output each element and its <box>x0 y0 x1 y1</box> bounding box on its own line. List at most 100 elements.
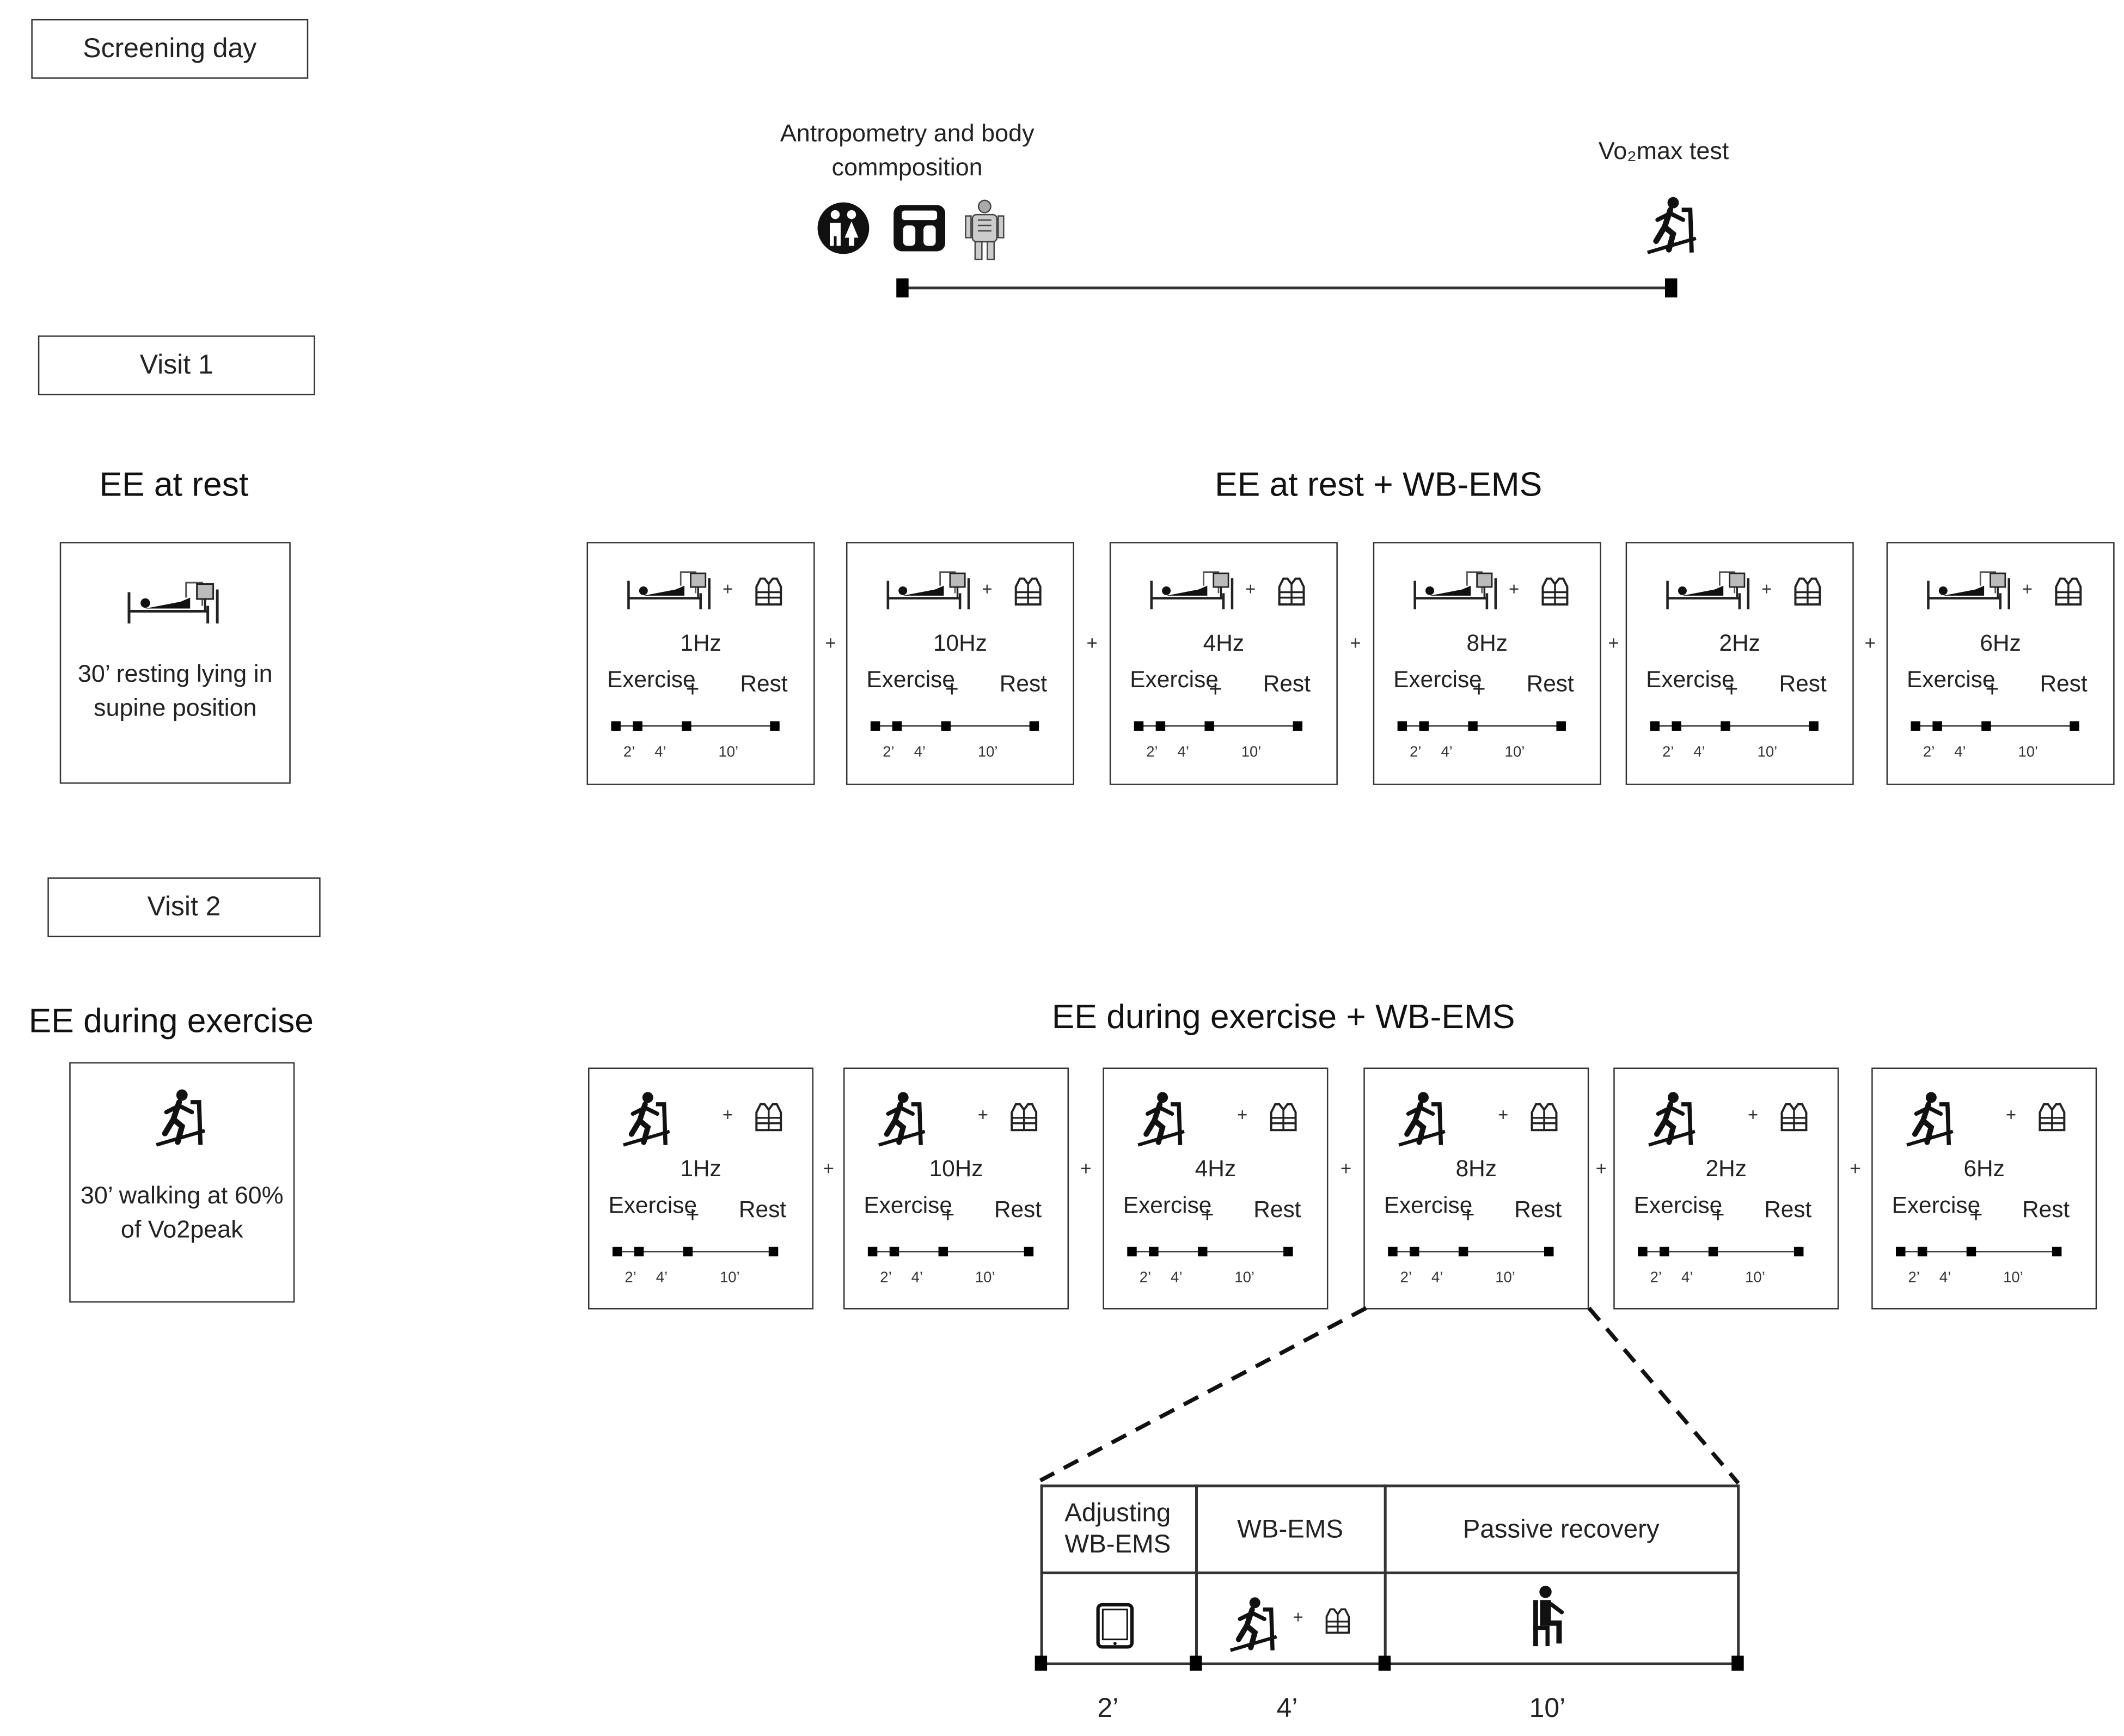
protocol-box: + 4Hz Exercise + Rest 2’ 4’ 10’ <box>1109 542 1338 785</box>
phase-timeline <box>1654 725 1819 727</box>
frequency-label: 8Hz <box>1466 630 1508 656</box>
timeline-marker <box>1024 1246 1034 1257</box>
rest-label: Rest <box>1526 671 1574 697</box>
vo2max-label: Vo₂max test <box>1598 137 1729 164</box>
exercise-label: Exercise <box>608 1192 697 1219</box>
timeline-marker <box>612 1246 622 1257</box>
tick-label: 2’ <box>883 744 895 761</box>
visit-1-label: Visit 1 <box>38 335 315 395</box>
timeline-marker <box>870 721 880 731</box>
rest-baseline-box: 30’ resting lying in supine position <box>59 542 291 784</box>
plus-sign: + <box>823 1157 834 1179</box>
plus-sign: + <box>1461 1202 1475 1228</box>
timeline-marker <box>1410 1246 1419 1257</box>
tick-label: 2’ <box>1139 1270 1152 1287</box>
frequency-label: 6Hz <box>1963 1156 2005 1182</box>
tablet-icon <box>1096 1603 1134 1649</box>
timeline-marker <box>1917 1246 1927 1257</box>
timeline-marker <box>889 1246 899 1257</box>
timeline-marker <box>1981 721 1991 731</box>
timeline-marker <box>2070 721 2079 731</box>
exercise-label: Exercise <box>864 1192 952 1219</box>
plus-sign: + <box>977 1104 988 1125</box>
timeline-marker <box>633 721 642 731</box>
tick-label: 4’ <box>1177 744 1189 761</box>
timeline-marker <box>1149 1246 1159 1257</box>
rest-label: Rest <box>1779 671 1827 697</box>
protocol-box: + 8Hz Exercise + Rest 2’ 4’ 10’ <box>1363 1067 1589 1310</box>
tick-label: 10’ <box>1504 744 1525 761</box>
timeline-marker <box>634 1246 644 1257</box>
rest-label: Rest <box>738 1196 787 1222</box>
plus-sign: + <box>685 1202 700 1228</box>
plus-sign: + <box>1350 631 1361 653</box>
phase-timeline <box>872 1251 1034 1253</box>
plus-sign: + <box>1595 1157 1607 1179</box>
treadmill-runner-icon <box>1228 1596 1282 1653</box>
timeline-marker <box>611 721 621 731</box>
plus-sign: + <box>941 1202 955 1228</box>
plus-sign: + <box>1293 1606 1303 1628</box>
phase-timeline <box>615 725 780 727</box>
exercise-baseline-box: 30’ walking at 60% of Vo2peak <box>69 1062 295 1303</box>
plus-sign: + <box>1748 1104 1759 1125</box>
phase-timeline <box>874 725 1039 727</box>
ee-at-rest-heading: EE at rest <box>99 466 249 504</box>
timeline-marker <box>1721 721 1730 731</box>
timeline-marker <box>1029 721 1039 731</box>
tick-label: 2’ <box>1400 1270 1412 1287</box>
anthropometry-label: Antropometry and body commposition <box>780 119 1035 181</box>
screening-day-label: Screening day <box>31 19 309 79</box>
tick-label: 10’ <box>1234 1270 1254 1287</box>
timeline-marker <box>2052 1246 2062 1257</box>
exercise-label: Exercise <box>1130 667 1219 693</box>
protocol-box: + 10Hz Exercise + Rest 2’ 4’ 10’ <box>843 1067 1069 1310</box>
ee-during-exercise-heading: EE during exercise <box>28 1002 314 1041</box>
tick-label: 2’ <box>880 1270 892 1287</box>
frequency-label: 10Hz <box>933 630 987 656</box>
passive-recovery-header: Passive recovery <box>1462 1515 1660 1544</box>
plus-sign: + <box>1761 578 1772 599</box>
plus-sign: + <box>1509 578 1520 599</box>
exercise-label: Exercise <box>1123 1192 1212 1219</box>
plus-sign: + <box>2022 578 2033 599</box>
tick-label: 10’ <box>977 744 998 761</box>
frequency-label: 2Hz <box>1719 630 1760 656</box>
tick-label: 4’ <box>1954 744 1966 761</box>
plus-sign: + <box>1208 676 1222 702</box>
plus-sign: + <box>982 578 993 599</box>
frequency-label: 2Hz <box>1705 1156 1747 1182</box>
tick-label: 10’ <box>1241 744 1262 761</box>
protocol-box: + 4Hz Exercise + Rest 2’ 4’ 10’ <box>1103 1067 1329 1310</box>
frequency-label: 6Hz <box>1980 630 2021 656</box>
tick-label: 10’ <box>975 1270 995 1287</box>
timeline-marker <box>1660 1246 1669 1257</box>
timeline-marker <box>1966 1246 1976 1257</box>
timeline-marker <box>1650 721 1660 731</box>
timeline-marker <box>682 721 691 731</box>
duration-label: 2’ <box>1097 1694 1119 1724</box>
frequency-label: 1Hz <box>680 630 721 656</box>
phase-timeline <box>1138 725 1303 727</box>
phase-timeline <box>1900 1251 2062 1253</box>
tick-label: 4’ <box>1441 744 1453 761</box>
tick-label: 4’ <box>1171 1270 1183 1287</box>
timeline-marker <box>941 721 951 731</box>
couple-icon <box>817 202 870 254</box>
plus-sign: + <box>2006 1104 2017 1125</box>
plus-sign: + <box>945 676 959 702</box>
exercise-label: Exercise <box>607 667 696 693</box>
phase-timeline <box>1131 1251 1293 1253</box>
timeline-marker <box>1911 721 1920 731</box>
timeline-marker <box>938 1246 948 1257</box>
timeline-marker <box>1896 1246 1906 1257</box>
timeline-marker <box>1127 1246 1137 1257</box>
protocol-box: + 6Hz Exercise + Rest 2’ 4’ 10’ <box>1886 542 2115 785</box>
timeline-marker <box>1419 721 1429 731</box>
phase-timeline <box>1642 1251 1804 1253</box>
timeline-marker <box>1809 721 1819 731</box>
plus-sign: + <box>722 1104 733 1125</box>
rest-label: Rest <box>1263 671 1311 697</box>
protocol-box: + 10Hz Exercise + Rest 2’ 4’ 10’ <box>846 542 1074 785</box>
